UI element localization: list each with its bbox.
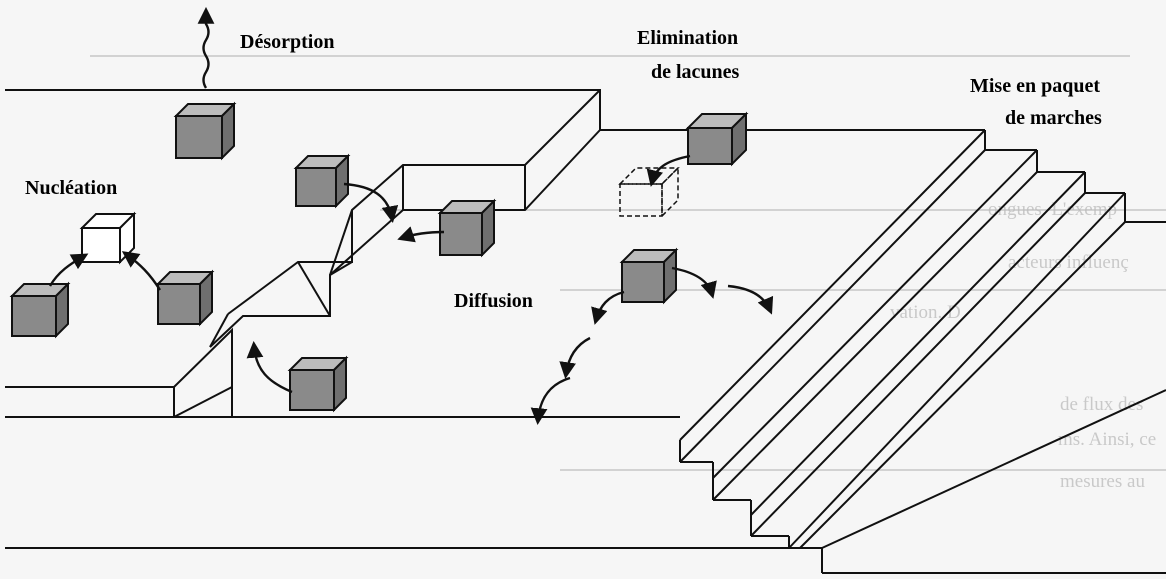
cube-left-lower xyxy=(9,281,71,339)
label-nucleation: Nucléation xyxy=(25,177,117,199)
label-elimination-line1: Elimination xyxy=(637,27,738,49)
riser-vertical xyxy=(297,261,331,317)
diffusion-arrow-right-1 xyxy=(671,266,717,299)
label-elimination-line2: de lacunes xyxy=(651,61,740,83)
terrace-outline xyxy=(5,89,1166,574)
diffusion-arrow-down-2 xyxy=(559,336,591,379)
nucleation-arrow-left xyxy=(48,253,89,287)
lower-step-arrow xyxy=(246,340,293,394)
background-text-line: de flux des xyxy=(1060,394,1143,415)
label-step-bunching-line2: de marches xyxy=(1005,107,1102,129)
vacancy-arrow xyxy=(646,154,691,187)
vacancy-outline xyxy=(618,166,680,218)
riser-vertical xyxy=(329,261,353,276)
diffusion-arrow-edge xyxy=(397,226,445,243)
process-arrows xyxy=(48,6,774,426)
diffusion-arrow-down-1 xyxy=(591,290,625,325)
label-step-bunching-line1: Mise en paquet xyxy=(970,75,1100,97)
cube-right-lower xyxy=(155,269,215,327)
lower-step-diagonal xyxy=(173,386,233,418)
cube-lower-step xyxy=(287,355,349,413)
cube-desorption xyxy=(173,101,237,161)
adatoms xyxy=(9,101,749,413)
lower-step-edge xyxy=(5,327,233,388)
cube-vacancy-filler xyxy=(685,111,749,167)
background-text-line: mesures au xyxy=(1060,471,1145,492)
lower-step-edge-2 xyxy=(5,387,175,418)
background-text-line: ms. Ainsi, ce xyxy=(1058,429,1156,450)
upper-terrace-edge xyxy=(5,89,985,131)
cube-diffusing-upper xyxy=(293,153,351,209)
cube-step-edge xyxy=(437,198,497,258)
background-text: ongues. L'exemp acteurs influenç vation.… xyxy=(890,199,1156,492)
upper-step-riser xyxy=(209,129,601,348)
cube-nucleus xyxy=(79,211,137,265)
staircase xyxy=(679,129,1166,549)
cube-diffusion xyxy=(619,247,679,305)
label-diffusion: Diffusion xyxy=(454,290,533,312)
diffusion-arrow-upper xyxy=(343,182,399,223)
background-text-line: vation. D xyxy=(890,302,961,323)
background-text-line: acteurs influenç xyxy=(1008,252,1129,273)
diffusion-arrow-right-2 xyxy=(727,284,774,315)
process-labels: Désorption Elimination de lacunes Mise e… xyxy=(25,27,1102,312)
diffusion-arrow-down-3 xyxy=(530,376,571,426)
nucleation-arrow-right xyxy=(121,251,162,291)
desorption-arrow xyxy=(197,6,215,89)
riser-vertical xyxy=(329,209,353,276)
riser-vertical xyxy=(209,313,229,348)
label-desorption: Désorption xyxy=(240,31,334,53)
upper-step-zigzag xyxy=(227,89,601,315)
